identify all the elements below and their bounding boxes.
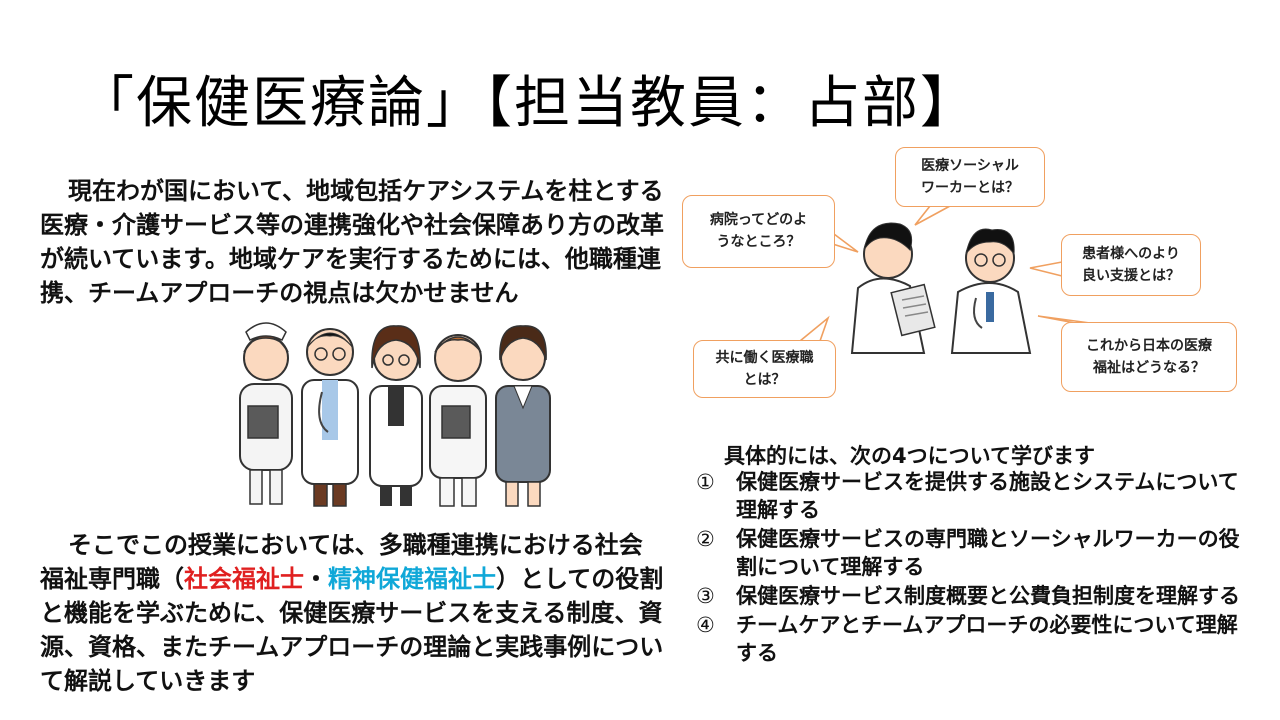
- right-doctor-figure: [950, 228, 1032, 354]
- bubble-line: 良い支援とは？: [1082, 268, 1180, 284]
- doctors-conversation-illustration: [850, 222, 1032, 354]
- list-item: ④ チームケアとチームアプローチの必要性について理解する: [696, 611, 1256, 667]
- item-text: チームケアとチームアプローチの必要性について理解する: [736, 613, 1238, 665]
- bubble-line: 病院ってどのよ: [709, 212, 808, 228]
- left-doctor-figure: [850, 222, 936, 354]
- psychiatric-social-worker-highlight: 精神保健福祉士: [328, 565, 496, 593]
- list-item: ③ 保健医療サービス制度概要と公費負担制度を理解する: [696, 582, 1256, 610]
- speech-bubble-hospital: 病院ってどのようなところ？: [682, 195, 835, 268]
- item-text: 保健医療サービスを提供する施設とシステムについて理解する: [736, 470, 1239, 522]
- female-doctor-figure: [369, 325, 423, 506]
- office-worker-figure: [495, 325, 551, 507]
- item-number: ④: [696, 613, 715, 637]
- item-number: ①: [696, 470, 715, 494]
- bubble-line: これから日本の医療: [1086, 338, 1212, 354]
- objectives-lead: 具体的には、次の4つについて学びます: [724, 444, 1095, 468]
- item-text: 保健医療サービスの専門職とソーシャルワーカーの役割について理解する: [736, 527, 1240, 579]
- bubble-line: 福祉はどうなる？: [1093, 360, 1205, 376]
- bubble-line: うなところ？: [716, 234, 801, 250]
- item-text: 保健医療サービス制度概要と公費負担制度を理解する: [736, 584, 1240, 608]
- nurse-figure: [239, 322, 293, 505]
- speech-bubble-patient-support: 患者様へのより良い支援とは？: [1061, 234, 1201, 296]
- male-nurse-figure: [429, 334, 487, 507]
- course-paragraph: そこでこの授業においては、多職種連携における社会福祉専門職（社会福祉士・精神保健…: [40, 528, 664, 698]
- medical-staff-illustration: [239, 322, 551, 507]
- objectives-list: ① 保健医療サービスを提供する施設とシステムについて理解する ② 保健医療サービスの…: [696, 468, 1256, 668]
- intro-text: 現在わが国において、地域包括ケアシステムを柱とする医療・介護サービス等の連携強化…: [40, 177, 664, 307]
- course-text-after: ）としての役割と機能を学ぶために、保健医療サービスを支える制度、資源、資格、また…: [40, 565, 664, 695]
- list-item: ② 保健医療サービスの専門職とソーシャルワーカーの役割について理解する: [696, 525, 1256, 581]
- course-text-before: そこでこの授業においては、多職種連携における社会福祉専門職（: [40, 531, 643, 593]
- social-worker-highlight: 社会福祉士: [184, 565, 304, 593]
- item-number: ③: [696, 584, 715, 608]
- bubble-line: 共に働く医療職: [715, 350, 814, 366]
- bubble-line: 患者様へのより: [1082, 246, 1180, 262]
- bubble-line: とは？: [743, 372, 786, 388]
- list-item: ① 保健医療サービスを提供する施設とシステムについて理解する: [696, 468, 1256, 524]
- speech-bubble-medical-social-worker: 医療ソーシャルワーカーとは？: [895, 147, 1045, 207]
- highlight-separator: ・: [304, 565, 328, 593]
- doctor-figure: [301, 328, 359, 507]
- slide-title: 「保健医療論」【担当教員：占部】: [78, 71, 978, 136]
- bubble-line: ワーカーとは？: [921, 180, 1019, 196]
- speech-bubble-future-welfare: これから日本の医療福祉はどうなる？: [1061, 322, 1237, 392]
- item-number: ②: [696, 527, 715, 551]
- speech-bubble-coworkers: 共に働く医療職とは？: [693, 340, 836, 398]
- intro-paragraph: 現在わが国において、地域包括ケアシステムを柱とする医療・介護サービス等の連携強化…: [40, 174, 664, 310]
- bubble-line: 医療ソーシャル: [921, 158, 1019, 174]
